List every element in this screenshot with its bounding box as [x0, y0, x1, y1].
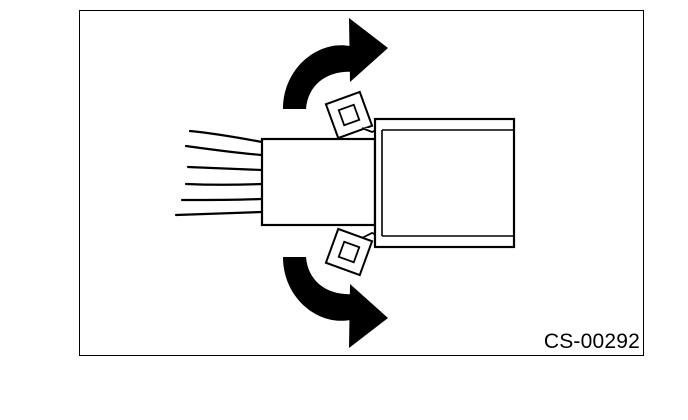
upper-arrow-head [349, 18, 388, 82]
mating-connector [373, 117, 516, 249]
lower-lock-tab [324, 227, 374, 277]
lower-arrow-shaft [283, 257, 354, 321]
wire-5 [180, 197, 264, 202]
wire-harness [174, 129, 264, 217]
wire-4 [184, 182, 264, 186]
wire-6 [174, 210, 264, 217]
lower-curved-arrow [283, 257, 388, 348]
figure-code-label: CS-00292 [543, 330, 640, 353]
upper-lock-tab [324, 90, 374, 140]
upper-curved-arrow [283, 18, 388, 109]
lower-arrow-head [349, 284, 388, 348]
upper-arrow-shaft [283, 45, 354, 109]
wire-side-connector [260, 137, 377, 227]
wire-3 [186, 165, 264, 172]
wire-2 [184, 144, 264, 157]
wire-1 [188, 129, 264, 144]
